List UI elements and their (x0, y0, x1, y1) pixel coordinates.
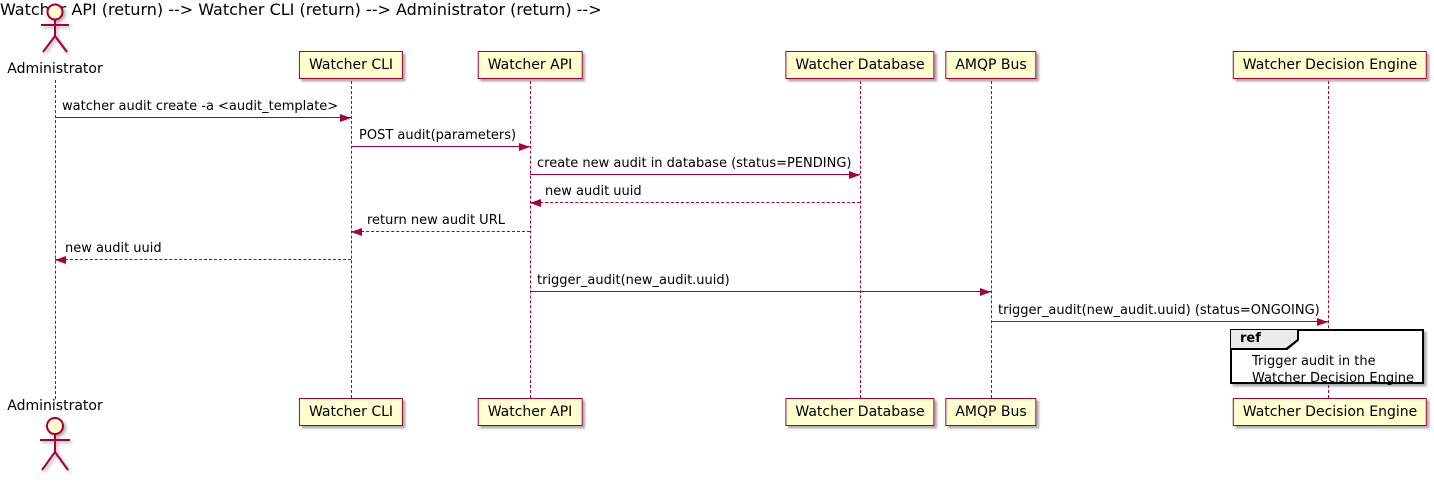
message-line (530, 174, 860, 175)
ref-keyword: ref (1231, 330, 1297, 348)
message-line (55, 259, 351, 260)
message-line (991, 321, 1328, 322)
participant-box-amqp-bus-bottom: AMQP Bus (945, 398, 1037, 426)
message-label: return new audit URL (367, 213, 505, 228)
lifeline-administrator (55, 80, 56, 399)
lifeline-watcher-cli (351, 81, 352, 398)
message-label: POST audit(parameters) (359, 128, 517, 143)
participant-box-watcher-decision-engine-bottom: Watcher Decision Engine (1232, 398, 1428, 426)
message-line (530, 202, 860, 203)
message-arrowhead (530, 198, 541, 207)
message-arrowhead (55, 255, 66, 264)
participant-box-watcher-decision-engine-top: Watcher Decision Engine (1232, 51, 1428, 79)
message-arrowhead (519, 142, 530, 151)
message-label: trigger_audit(new_audit.uuid) (537, 273, 730, 288)
message-arrowhead (340, 113, 351, 122)
message-arrowhead (849, 170, 860, 179)
message-arrowhead (351, 227, 362, 236)
ref-body: Trigger audit in the Watcher Decision En… (1252, 353, 1414, 387)
participant-box-watcher-cli-bottom: Watcher CLI (298, 398, 404, 426)
message-label: create new audit in database (status=PEN… (537, 156, 852, 171)
participant-box-watcher-cli-top: Watcher CLI (298, 51, 404, 79)
lifeline-watcher-decision-engine (1328, 81, 1329, 398)
ref-fragment: ref Trigger audit in the Watcher Decisio… (1230, 329, 1424, 387)
participant-box-amqp-bus-top: AMQP Bus (945, 51, 1037, 79)
ref-text-line: Watcher Decision Engine (1252, 371, 1414, 386)
actor-figure-icon (40, 417, 70, 471)
message-line (530, 291, 991, 292)
ref-text-line: Trigger audit in the (1252, 354, 1376, 369)
lifeline-watcher-api (530, 81, 531, 398)
actor-figure-icon (41, 3, 69, 53)
participant-box-watcher-database-top: Watcher Database (785, 51, 935, 79)
message-label: trigger_audit(new_audit.uuid) (status=ON… (998, 303, 1320, 318)
message-line (351, 231, 530, 232)
participant-box-watcher-database-bottom: Watcher Database (785, 398, 935, 426)
message-line (55, 117, 351, 118)
participant-box-watcher-api-top: Watcher API (477, 51, 583, 79)
participant-box-watcher-api-bottom: Watcher API (477, 398, 583, 426)
message-arrowhead (1317, 317, 1328, 326)
message-label: watcher audit create -a <audit_template> (62, 99, 339, 114)
actor-label-bottom: Administrator (7, 398, 103, 414)
lifeline-amqp-bus (991, 81, 992, 398)
message-line (351, 146, 530, 147)
message-arrowhead (980, 287, 991, 296)
message-label: new audit uuid (65, 241, 162, 256)
lifeline-watcher-database (860, 81, 861, 398)
ref-tab: ref (1231, 330, 1299, 350)
message-label: new audit uuid (545, 184, 642, 199)
actor-label-top: Administrator (7, 61, 103, 77)
